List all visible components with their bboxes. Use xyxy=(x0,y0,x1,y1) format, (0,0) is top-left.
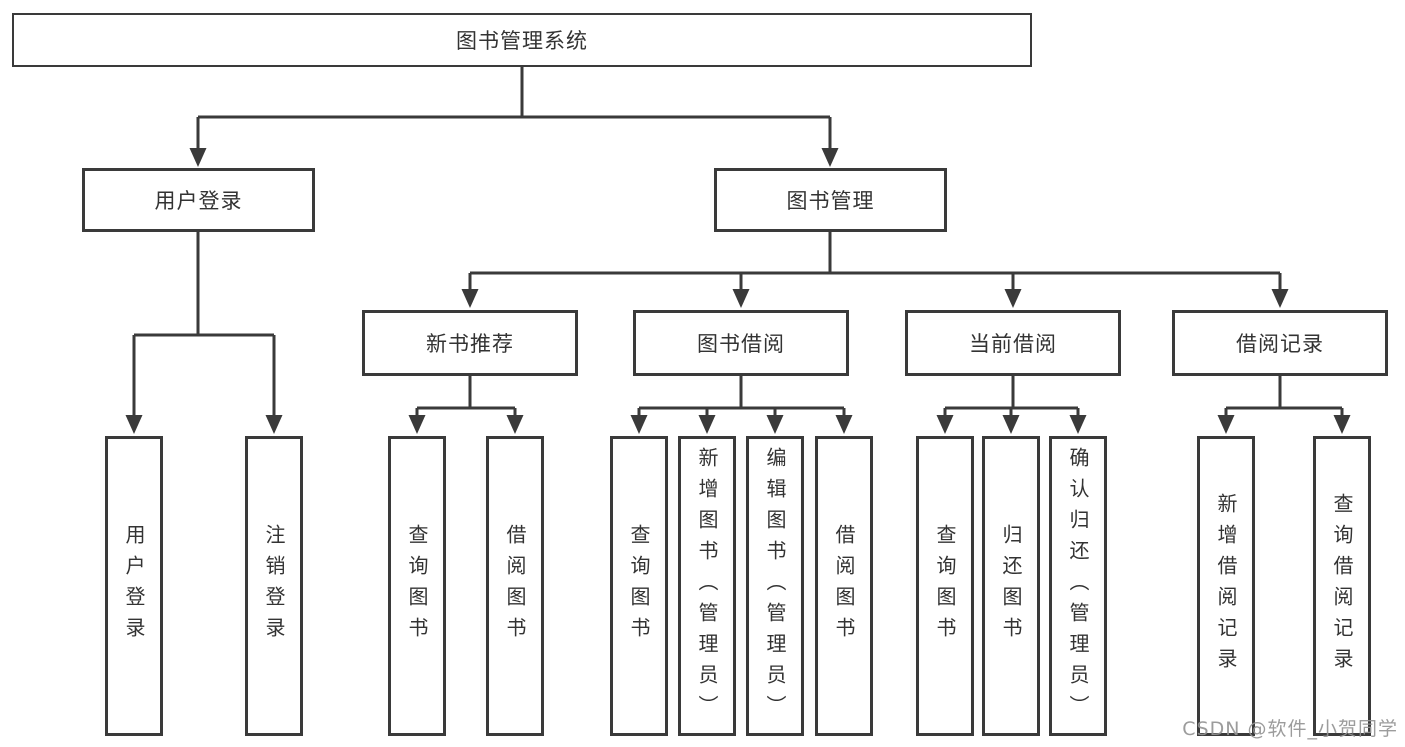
node-current-borrow-label: 当前借阅 xyxy=(969,332,1057,356)
leaf-query-borrow-record: 查询借阅记录 xyxy=(1313,436,1371,736)
leaf-current-query-books: 查询图书 xyxy=(916,436,974,736)
leaf-rec-query-books: 查询图书 xyxy=(388,436,446,736)
connector-bookborrow-to-leaves xyxy=(630,376,853,434)
node-user-login-group-label: 用户登录 xyxy=(154,189,243,213)
connector-newbookrec-to-leaves xyxy=(408,376,524,434)
leaf-return-books-label: 归还图书 xyxy=(999,524,1023,648)
leaf-logout: 注销登录 xyxy=(245,436,303,736)
connector-root-to-level2 xyxy=(189,67,839,167)
node-current-borrow: 当前借阅 xyxy=(905,310,1121,376)
leaf-borrow-query-books-label: 查询图书 xyxy=(627,524,651,648)
leaf-edit-book-admin: 编辑图书（管理员） xyxy=(746,436,804,736)
node-book-management-label: 图书管理 xyxy=(786,189,875,213)
node-new-book-recommend-label: 新书推荐 xyxy=(426,332,514,356)
connector-currentborrow-to-leaves xyxy=(936,376,1087,434)
leaf-borrow-books: 借阅图书 xyxy=(815,436,873,736)
leaf-add-borrow-record-label: 新增借阅记录 xyxy=(1214,493,1238,679)
leaf-user-login: 用户登录 xyxy=(105,436,163,736)
leaf-add-book-admin-label: 新增图书（管理员） xyxy=(695,446,719,726)
node-book-borrow-label: 图书借阅 xyxy=(697,332,785,356)
node-borrow-records: 借阅记录 xyxy=(1172,310,1388,376)
leaf-borrow-books-label: 借阅图书 xyxy=(832,524,856,648)
leaf-edit-book-admin-label: 编辑图书（管理员） xyxy=(763,446,787,726)
leaf-confirm-return-admin-label: 确认归还（管理员） xyxy=(1066,446,1090,726)
watermark: CSDN @软件_小贺同学 xyxy=(1182,718,1398,740)
node-new-book-recommend: 新书推荐 xyxy=(362,310,578,376)
connector-bookmgmt-to-level3 xyxy=(461,232,1289,308)
leaf-rec-query-books-label: 查询图书 xyxy=(405,524,429,648)
leaf-add-borrow-record: 新增借阅记录 xyxy=(1197,436,1255,736)
node-book-management: 图书管理 xyxy=(714,168,947,232)
leaf-confirm-return-admin: 确认归还（管理员） xyxy=(1049,436,1107,736)
leaf-current-query-books-label: 查询图书 xyxy=(933,524,957,648)
node-library-system-label: 图书管理系统 xyxy=(456,29,588,53)
leaf-borrow-query-books: 查询图书 xyxy=(610,436,668,736)
connector-borrowrecords-to-leaves xyxy=(1217,376,1351,434)
node-library-system: 图书管理系统 xyxy=(12,13,1032,67)
leaf-rec-borrow-books: 借阅图书 xyxy=(486,436,544,736)
leaf-rec-borrow-books-label: 借阅图书 xyxy=(503,524,527,648)
node-user-login-group: 用户登录 xyxy=(82,168,315,232)
leaf-return-books: 归还图书 xyxy=(982,436,1040,736)
connector-userlogin-to-leaves xyxy=(125,232,283,434)
node-borrow-records-label: 借阅记录 xyxy=(1236,332,1324,356)
leaf-query-borrow-record-label: 查询借阅记录 xyxy=(1330,493,1354,679)
leaf-add-book-admin: 新增图书（管理员） xyxy=(678,436,736,736)
leaf-logout-label: 注销登录 xyxy=(262,524,286,648)
node-book-borrow: 图书借阅 xyxy=(633,310,849,376)
leaf-user-login-label: 用户登录 xyxy=(122,524,146,648)
